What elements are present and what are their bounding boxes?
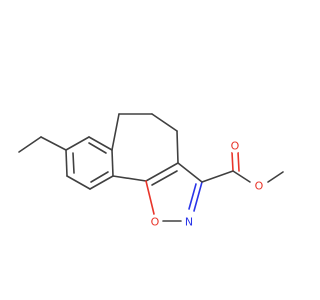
bond-ring7-c5-c4	[151, 113, 178, 132]
bond-benzene-c10-c10a-inner	[90, 171, 109, 183]
ester-oxygen-symbol: O	[255, 180, 264, 193]
bond-benzene-c9-c10	[66, 175, 91, 190]
bond-isox-c11b-c3b-inner	[151, 170, 178, 186]
bond-ester-c-o-double-2	[237, 151, 240, 172]
molecule-structure-diagram: O N O O	[18, 113, 284, 229]
bond-ester-c-o-double	[231, 151, 234, 172]
bond-isox-o-c11b	[145, 180, 155, 215]
ethyl-group	[18, 136, 67, 153]
bond-ring7-c6a-c6	[111, 113, 120, 151]
bond-isox-c11b-c3b	[145, 162, 179, 182]
bond-ethyl-ch3-ch2	[18, 136, 42, 153]
atom-label-ring-nitrogen: N	[182, 215, 196, 229]
atom-label-ring-oxygen: O	[148, 215, 162, 229]
bond-benzene-c8-c9	[65, 149, 68, 177]
bond-isox-c3-n-inner	[188, 183, 197, 210]
atom-label-carbonyl-oxygen: O	[228, 139, 242, 153]
carbonyl-oxygen-symbol: O	[231, 140, 240, 153]
atom-label-ester-oxygen: O	[252, 179, 266, 193]
bond-benzene-c8-c9-inner	[72, 152, 75, 174]
bond-ring7-c10a-c11b	[112, 175, 147, 182]
ring-nitrogen-symbol: N	[185, 216, 193, 229]
isoxazole-ring	[145, 162, 203, 222]
bond-isox-c3-n	[193, 181, 203, 212]
bond-benzene-c7-c8	[65, 136, 90, 151]
bond-benzene-c10-c10a	[89, 175, 114, 190]
bond-ester-c3-c	[201, 170, 234, 183]
methyl-ester-group	[201, 151, 284, 183]
bond-benzene-c6a-c7-inner	[88, 142, 107, 154]
bond-benzene-c6a-c7	[88, 136, 113, 151]
bond-ester-c-o-single	[232, 170, 251, 183]
bond-ethyl-ch2-ring	[40, 136, 67, 151]
bond-isox-c3b-c3	[177, 162, 203, 183]
benzene-ring	[65, 136, 114, 190]
ring-oxygen-symbol: O	[151, 216, 160, 229]
bond-benzene-c10a-c6a	[111, 149, 114, 177]
cycloheptane-ring	[111, 113, 179, 182]
bond-ring7-c4-c3b	[176, 130, 179, 164]
bond-ester-o-ch3	[267, 171, 284, 183]
